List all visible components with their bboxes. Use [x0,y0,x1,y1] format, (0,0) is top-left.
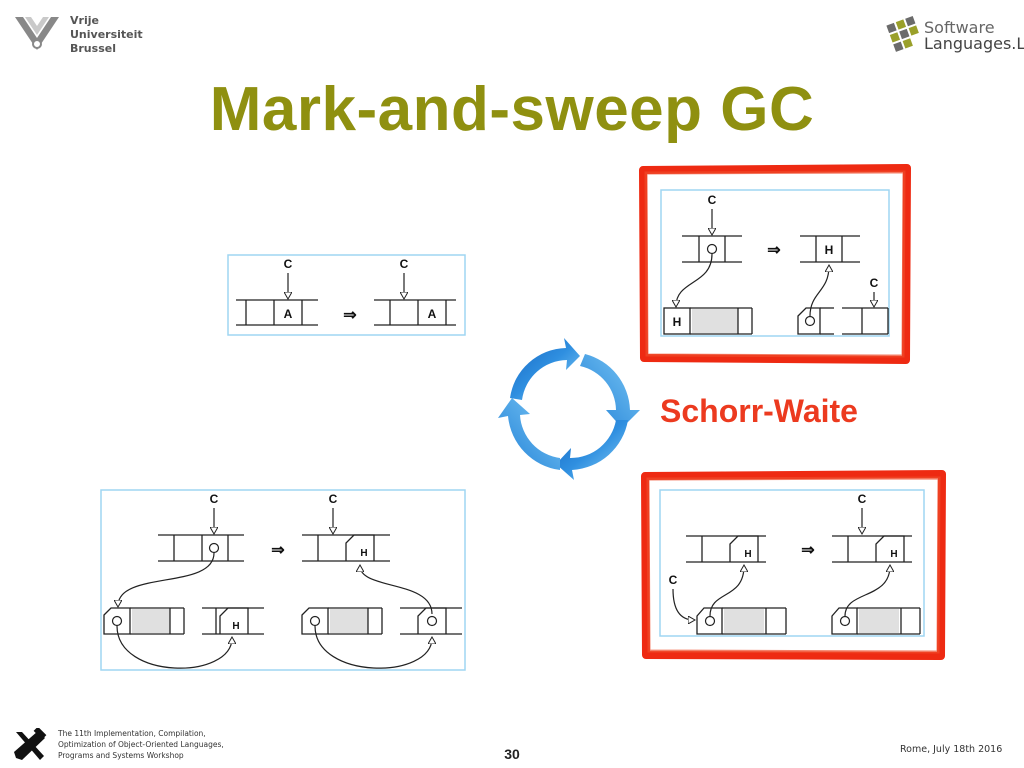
workshop-line-1: The 11th Implementation, Compilation, [58,729,206,738]
panel-atom: A C ⇒ A C [227,254,466,336]
workshop-name: The 11th Implementation, Compilation, Op… [58,728,224,761]
cycle-arrows-icon [498,338,640,480]
vub-logo-mark [15,17,59,50]
panel-pop-highlighted: H ⇒ C H C [641,470,946,660]
atom-label-left: A [284,307,293,321]
lab-name-line-2: Languages.Lab [924,34,1024,53]
page-number: 30 [504,746,520,762]
current-label-left: C [284,257,293,271]
header-label: H [232,621,239,632]
panel-advance: C ⇒ C H H [100,489,466,671]
current-label: C [870,276,879,290]
workshop-logo-icon [14,728,47,760]
current-label: C [669,573,678,587]
current-label: C [858,492,867,506]
software-languages-lab-logo [886,15,919,52]
location-date: Rome, July 18th 2016 [900,744,1003,755]
current-label-right: C [400,257,409,271]
header-label: H [890,549,897,560]
current-label: C [329,492,338,506]
university-line-1: Vrije [70,14,99,27]
current-label: C [210,492,219,506]
transition-arrow: ⇒ [801,542,814,559]
panel-push-highlighted: C ⇒ H H C [639,164,911,364]
workshop-line-3: Programs and Systems Workshop [58,751,184,760]
workshop-line-2: Optimization of Object-Oriented Language… [58,740,224,749]
lab-name-line-1: Software [924,18,995,37]
transition-arrow: ⇒ [343,307,356,324]
transition-arrow: ⇒ [271,542,284,559]
header-label: H [744,549,751,560]
lab-name: Software Languages.Lab [924,20,1024,52]
header-label: H [825,243,834,257]
university-name: Vrije Universiteit Brussel [70,14,143,56]
university-line-2: Universiteit [70,28,143,41]
header-label: H [673,315,682,329]
vub-logo [15,17,59,50]
slide-title: Mark-and-sweep GC [209,75,815,144]
transition-arrow: ⇒ [767,242,780,259]
atom-label-right: A [428,307,437,321]
schorr-waite-label: Schorr-Waite [660,393,858,429]
university-line-3: Brussel [70,42,116,55]
current-label: C [708,193,717,207]
header-label: H [360,548,367,559]
